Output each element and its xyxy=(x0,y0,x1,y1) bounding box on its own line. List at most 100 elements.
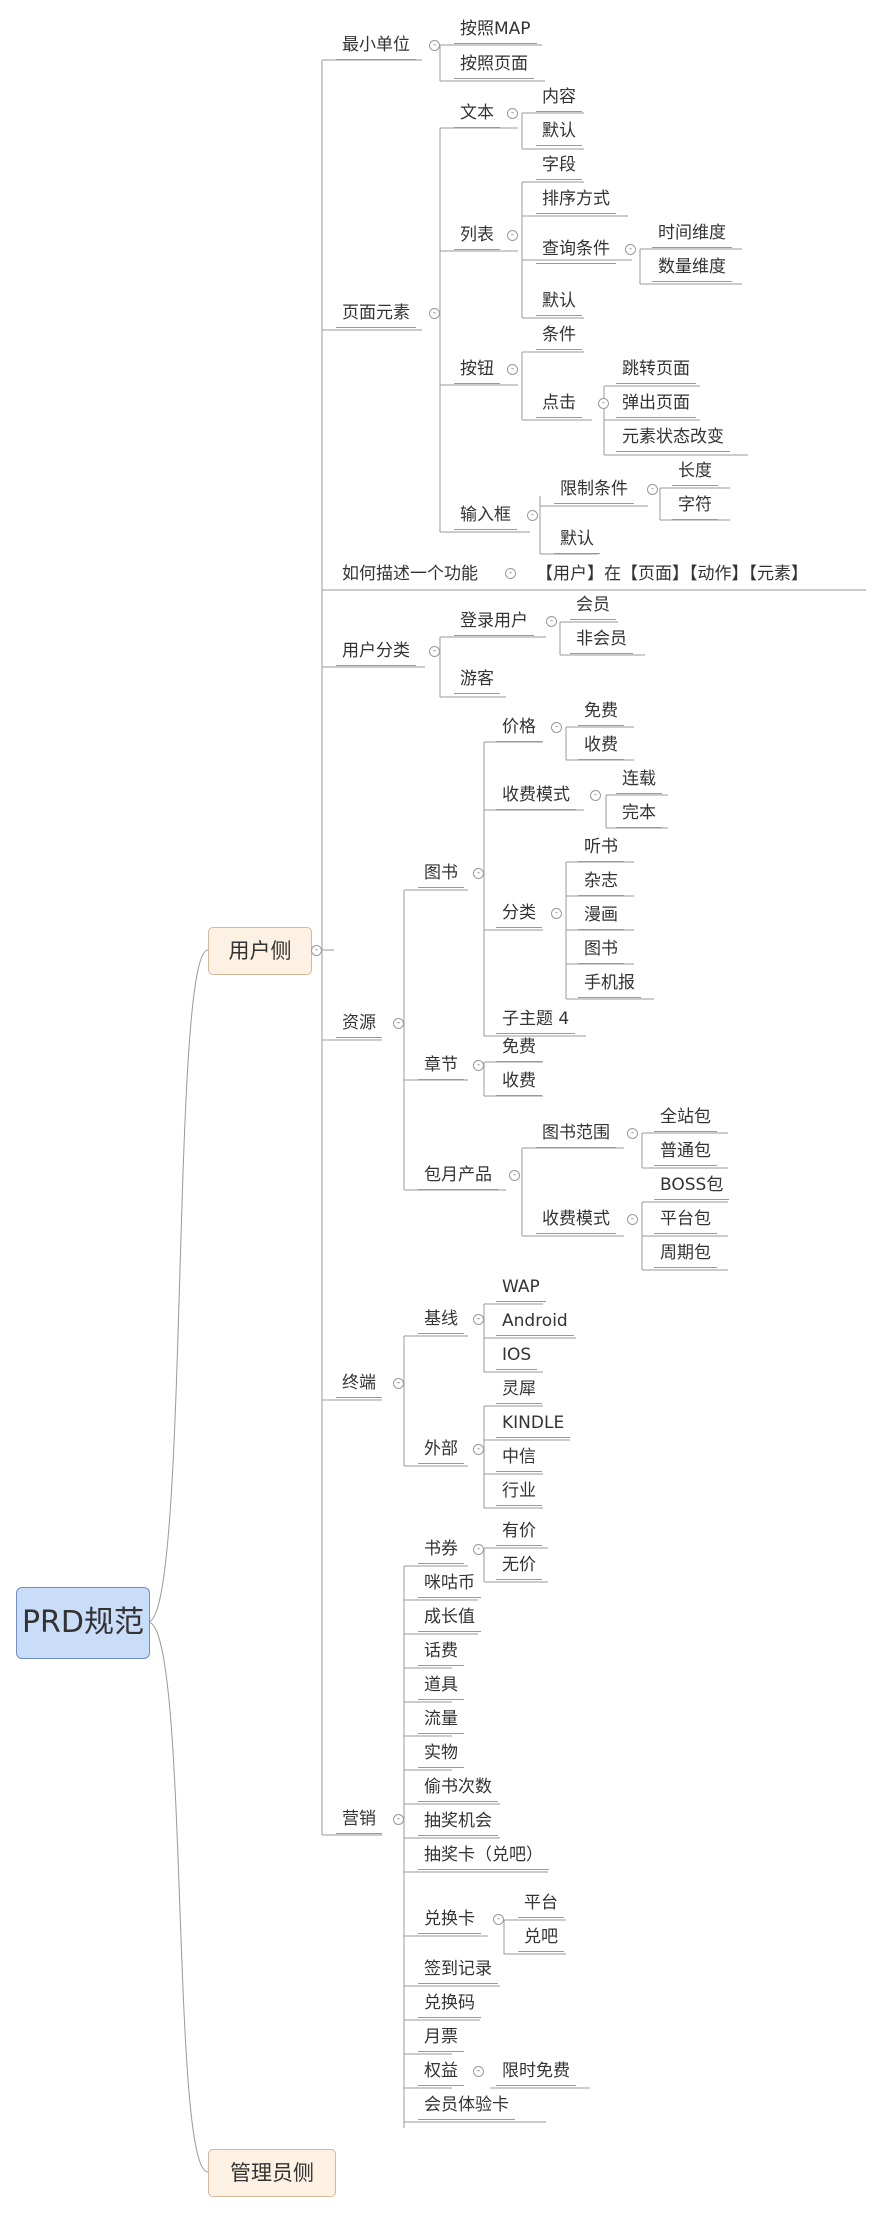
node-chars[interactable]: 字符 xyxy=(672,494,718,520)
node-query[interactable]: 查询条件 xyxy=(536,238,616,264)
node-growth[interactable]: 成长值 xyxy=(418,1606,481,1632)
node-user-category[interactable]: 用户分类 xyxy=(336,640,416,666)
collapse-toggle[interactable]: - xyxy=(393,1378,404,1389)
node-duiba[interactable]: 兑吧 xyxy=(518,1926,564,1952)
collapse-toggle[interactable]: - xyxy=(551,908,562,919)
collapse-toggle[interactable]: - xyxy=(598,398,609,409)
collapse-toggle[interactable]: - xyxy=(507,364,518,375)
node-external[interactable]: 外部 xyxy=(418,1438,464,1464)
node-default-text[interactable]: 默认 xyxy=(536,120,582,146)
collapse-toggle[interactable]: - xyxy=(505,568,516,579)
collapse-toggle[interactable]: - xyxy=(393,1018,404,1029)
node-field[interactable]: 字段 xyxy=(536,154,582,180)
node-category[interactable]: 分类 xyxy=(496,902,542,928)
node-time-dim[interactable]: 时间维度 xyxy=(652,222,732,248)
collapse-toggle[interactable]: - xyxy=(473,2066,484,2077)
node-guest[interactable]: 游客 xyxy=(454,668,500,694)
node-boss-pack[interactable]: BOSS包 xyxy=(654,1174,730,1200)
node-checkin[interactable]: 签到记录 xyxy=(418,1958,498,1984)
node-magazine[interactable]: 杂志 xyxy=(578,870,624,896)
node-serial[interactable]: 连载 xyxy=(616,768,662,794)
node-valued[interactable]: 有价 xyxy=(496,1520,542,1546)
branch-admin-side[interactable]: 管理员侧 xyxy=(208,2149,336,2197)
node-ios[interactable]: IOS xyxy=(496,1344,538,1370)
collapse-toggle[interactable]: - xyxy=(627,1128,638,1139)
collapse-toggle[interactable]: - xyxy=(590,790,601,801)
collapse-toggle[interactable]: - xyxy=(509,1170,520,1181)
node-limited-free[interactable]: 限时免费 xyxy=(496,2060,576,2086)
node-lottery-card[interactable]: 抽奖卡（兑吧） xyxy=(418,1844,549,1870)
collapse-toggle[interactable]: - xyxy=(493,1914,504,1925)
node-charge-mode[interactable]: 收费模式 xyxy=(496,784,576,810)
node-book-cat[interactable]: 图书 xyxy=(578,938,624,964)
collapse-toggle[interactable]: - xyxy=(473,1544,484,1555)
collapse-toggle[interactable]: - xyxy=(625,244,636,255)
node-industry[interactable]: 行业 xyxy=(496,1480,542,1506)
node-platform[interactable]: 平台 xyxy=(518,1892,564,1918)
collapse-toggle[interactable]: - xyxy=(393,1814,404,1825)
node-by-page[interactable]: 按照页面 xyxy=(454,53,534,79)
node-audiobook[interactable]: 听书 xyxy=(578,836,624,862)
node-ch-free[interactable]: 免费 xyxy=(496,1036,542,1062)
collapse-toggle[interactable]: - xyxy=(473,1060,484,1071)
collapse-toggle[interactable]: - xyxy=(551,722,562,733)
node-traffic[interactable]: 流量 xyxy=(418,1708,464,1734)
node-content[interactable]: 内容 xyxy=(536,86,582,112)
node-chapter[interactable]: 章节 xyxy=(418,1054,464,1080)
collapse-toggle[interactable]: - xyxy=(546,616,557,627)
node-popup-page[interactable]: 弹出页面 xyxy=(616,392,696,418)
node-migu-coin[interactable]: 咪咕币 xyxy=(418,1572,481,1598)
node-complete[interactable]: 完本 xyxy=(616,802,662,828)
node-mobile-paper[interactable]: 手机报 xyxy=(578,972,641,998)
collapse-toggle[interactable]: - xyxy=(473,1314,484,1325)
node-resources[interactable]: 资源 xyxy=(336,1012,382,1038)
root-topic[interactable]: PRD规范 xyxy=(16,1587,150,1659)
node-trial-card[interactable]: 会员体验卡 xyxy=(418,2094,515,2120)
node-non-member[interactable]: 非会员 xyxy=(570,628,633,654)
collapse-toggle[interactable]: - xyxy=(507,230,518,241)
node-rights[interactable]: 权益 xyxy=(418,2060,464,2086)
node-goods[interactable]: 实物 xyxy=(418,1742,464,1768)
collapse-toggle[interactable]: - xyxy=(473,1444,484,1455)
node-min-unit[interactable]: 最小单位 xyxy=(336,34,416,60)
node-list[interactable]: 列表 xyxy=(454,224,500,250)
collapse-toggle[interactable]: - xyxy=(527,510,538,521)
collapse-toggle[interactable]: - xyxy=(429,40,440,51)
collapse-toggle[interactable]: - xyxy=(647,484,658,495)
node-steal-count[interactable]: 偷书次数 xyxy=(418,1776,498,1802)
collapse-toggle[interactable]: - xyxy=(627,1214,638,1225)
node-marketing[interactable]: 营销 xyxy=(336,1808,382,1834)
node-terminal[interactable]: 终端 xyxy=(336,1372,382,1398)
branch-user-side[interactable]: 用户侧 xyxy=(208,927,312,975)
node-paid[interactable]: 收费 xyxy=(578,734,624,760)
node-lottery-chance[interactable]: 抽奖机会 xyxy=(418,1810,498,1836)
node-describe-formula[interactable]: 【用户】在【页面】【动作】【元素】 xyxy=(536,564,808,584)
node-period-pack[interactable]: 周期包 xyxy=(654,1242,717,1268)
node-qty-dim[interactable]: 数量维度 xyxy=(652,256,732,282)
node-kindle[interactable]: KINDLE xyxy=(496,1412,571,1438)
node-phone-fee[interactable]: 话费 xyxy=(418,1640,464,1666)
node-condition[interactable]: 条件 xyxy=(536,324,582,350)
node-describe-func[interactable]: 如何描述一个功能 xyxy=(342,564,478,584)
node-citic[interactable]: 中信 xyxy=(496,1446,542,1472)
collapse-toggle[interactable]: - xyxy=(507,108,518,119)
node-comic[interactable]: 漫画 xyxy=(578,904,624,930)
node-props[interactable]: 道具 xyxy=(418,1674,464,1700)
node-m-charge-mode[interactable]: 收费模式 xyxy=(536,1208,616,1234)
node-normal-pack[interactable]: 普通包 xyxy=(654,1140,717,1166)
collapse-toggle-user-side[interactable]: - xyxy=(311,945,322,956)
node-redeem-code[interactable]: 兑换码 xyxy=(418,1992,481,2018)
node-monthly-ticket[interactable]: 月票 xyxy=(418,2026,464,2052)
node-voucher[interactable]: 书券 xyxy=(418,1538,464,1564)
node-text[interactable]: 文本 xyxy=(454,102,500,128)
node-sort[interactable]: 排序方式 xyxy=(536,188,616,214)
node-default-list[interactable]: 默认 xyxy=(536,290,582,316)
node-limit[interactable]: 限制条件 xyxy=(554,478,634,504)
node-button[interactable]: 按钮 xyxy=(454,358,500,384)
collapse-toggle[interactable]: - xyxy=(429,646,440,657)
node-baseline[interactable]: 基线 xyxy=(418,1308,464,1334)
node-page-elements[interactable]: 页面元素 xyxy=(336,302,416,328)
node-subtopic-4[interactable]: 子主题 4 xyxy=(496,1008,576,1034)
node-default-input[interactable]: 默认 xyxy=(554,528,600,554)
node-logged-in[interactable]: 登录用户 xyxy=(454,610,534,636)
